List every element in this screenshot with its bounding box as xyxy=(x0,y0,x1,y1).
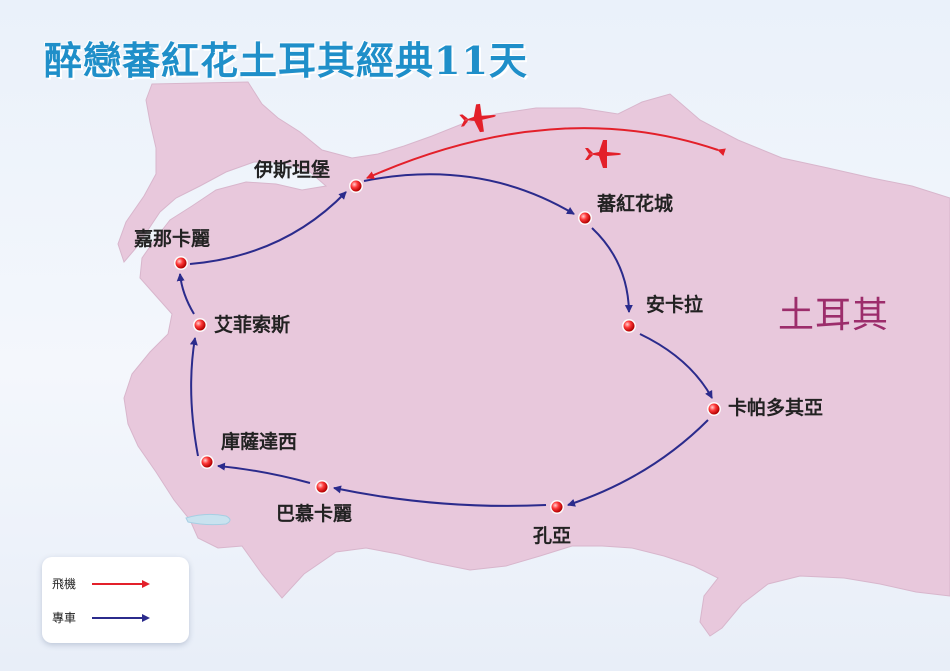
city-marker-icon-ankara xyxy=(622,319,636,333)
city-marker-icon-istanbul xyxy=(349,179,363,193)
city-marker-icon-pamukkale xyxy=(315,480,329,494)
legend-flight-arrow-icon xyxy=(92,579,150,588)
map-legend: 飛機 專車 xyxy=(42,557,189,643)
bus-route-ankara-cappadocia xyxy=(639,333,713,399)
legend-bus: 專車 xyxy=(52,609,152,626)
bus-route-canakkale-istanbul xyxy=(189,191,347,265)
flight-route xyxy=(366,127,726,179)
page-title: 醉戀蕃紅花土耳其經典11天 xyxy=(44,38,528,83)
city-marker-icon-cappadocia xyxy=(707,402,721,416)
legend-flight: 飛機 xyxy=(52,575,152,592)
bus-route-ephesus-canakkale xyxy=(176,273,195,315)
country-label: 土耳其 xyxy=(778,295,890,336)
bus-route-safranbolu-ankara xyxy=(591,227,633,313)
city-marker-icon-safranbolu xyxy=(578,211,592,225)
airplane-icon xyxy=(585,140,621,168)
bus-route-cappadocia-konya xyxy=(567,419,709,507)
city-dots xyxy=(174,179,721,514)
city-marker-icon-ephesus xyxy=(193,318,207,332)
legend-bus-arrow-icon xyxy=(92,613,150,622)
city-label-ankara: 安卡拉 xyxy=(646,294,704,316)
city-label-istanbul: 伊斯坦堡 xyxy=(254,159,331,181)
city-marker-icon-konya xyxy=(550,500,564,514)
bus-route-kusadasi-ephesus xyxy=(189,337,199,457)
city-label-pamukkale: 巴慕卡麗 xyxy=(276,503,353,525)
sea-ripple xyxy=(185,513,231,526)
city-label-kusadasi: 庫薩達西 xyxy=(221,431,298,453)
bus-route-pamukkale-kusadasi xyxy=(217,462,311,484)
bus-route-konya-pamukkale xyxy=(333,485,547,507)
legend-bus-label: 專車 xyxy=(52,611,77,625)
city-label-ephesus: 艾菲索斯 xyxy=(214,314,291,336)
city-marker-icon-canakkale xyxy=(174,256,188,270)
legend-flight-label: 飛機 xyxy=(52,577,77,591)
airplane-icon xyxy=(459,103,496,133)
city-label-canakkale: 嘉那卡麗 xyxy=(134,228,211,250)
city-label-konya: 孔亞 xyxy=(533,525,572,547)
city-label-cappadocia: 卡帕多其亞 xyxy=(728,397,824,419)
city-label-safranbolu: 蕃紅花城 xyxy=(597,193,674,215)
city-marker-icon-kusadasi xyxy=(200,455,214,469)
turkey-landmass xyxy=(117,81,950,637)
